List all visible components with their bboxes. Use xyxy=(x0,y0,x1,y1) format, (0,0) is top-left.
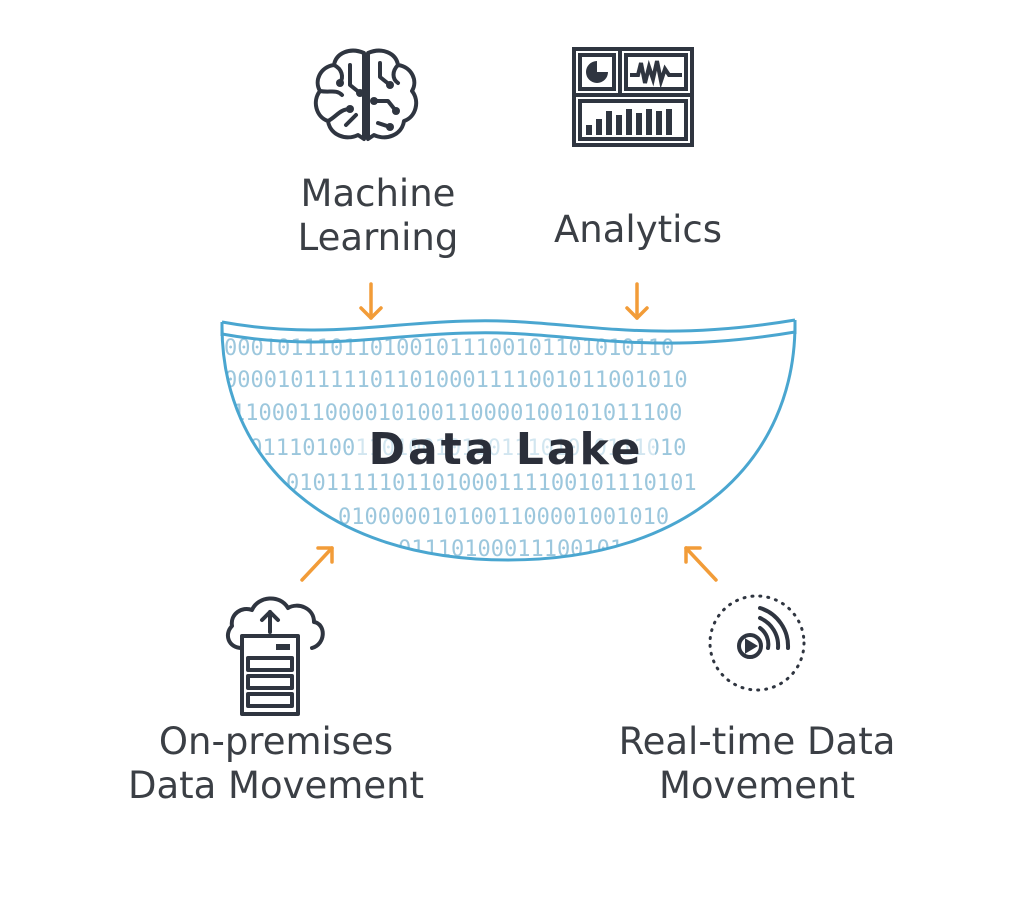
cloud-upload-server-icon xyxy=(225,596,325,716)
lake-surface-wave-inner xyxy=(221,330,796,345)
real-time-label: Real-time Data Movement xyxy=(598,720,916,808)
analytics-label: Analytics xyxy=(488,208,788,252)
arrow-up-left-icon xyxy=(684,546,718,582)
real-time-label-line2: Movement xyxy=(659,764,855,807)
analytics-label-line1: Analytics xyxy=(553,208,723,251)
machine-learning-label-line1: Machine xyxy=(300,172,456,215)
stream-broadcast-icon xyxy=(708,594,806,692)
binary-row: 1100011000010100110000100101011100 xyxy=(232,401,682,426)
on-premises-label: On-premises Data Movement xyxy=(100,720,452,808)
arrow-up-right-icon xyxy=(300,546,334,582)
lake-bowl-outline xyxy=(220,323,797,562)
arrow-down-ml-icon xyxy=(359,282,383,320)
on-premises-label-line2: Data Movement xyxy=(127,764,425,807)
brain-circuit-icon xyxy=(313,48,419,141)
real-time-label-line1: Real-time Data xyxy=(618,720,896,763)
binary-row: 0100000101001100001001010 xyxy=(338,505,669,530)
binary-row: 01110100011100101 xyxy=(398,537,623,562)
arrow-down-analytics-icon xyxy=(625,282,649,320)
binary-row: 00001011111011010001111001011001010 xyxy=(224,368,688,393)
on-premises-label-line1: On-premises xyxy=(158,720,394,763)
machine-learning-label: Machine Learning xyxy=(228,172,528,260)
lake-surface-wave xyxy=(221,318,796,333)
binary-row: 0101111101101000111100101110101 xyxy=(286,471,697,496)
dashboard-icon xyxy=(572,47,694,147)
machine-learning-label-line2: Learning xyxy=(297,216,459,259)
lake-title: Data Lake xyxy=(369,424,644,475)
